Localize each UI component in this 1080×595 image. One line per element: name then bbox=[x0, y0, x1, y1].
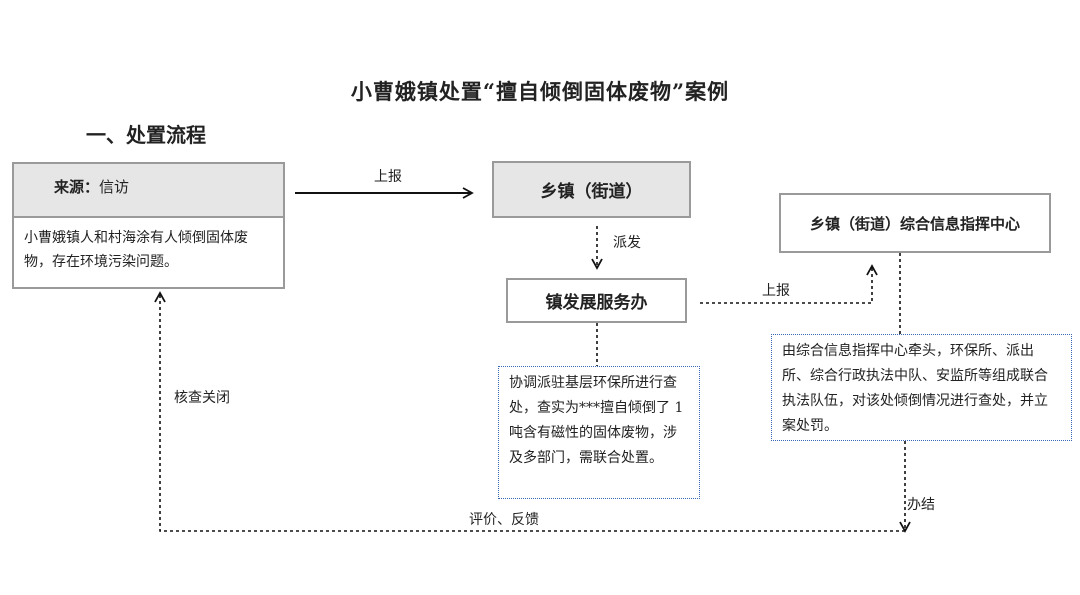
coordination-note: 协调派驻基层环保所进行查处，查实为***擅自倾倒了 1 吨含有磁性的固体废物，涉… bbox=[498, 366, 700, 499]
command-center-label: 乡镇（街道）综合信息指挥中心 bbox=[809, 214, 1020, 233]
feedback-loop-arrow bbox=[154, 291, 905, 532]
source-value: 信访 bbox=[99, 178, 130, 196]
section-heading: 一、处置流程 bbox=[86, 123, 206, 147]
edge-label-done: 办结 bbox=[907, 497, 935, 513]
source-label: 来源： bbox=[54, 178, 100, 196]
office-box: 镇发展服务办 bbox=[506, 278, 687, 323]
command-center-box: 乡镇（街道）综合信息指挥中心 bbox=[779, 193, 1051, 253]
source-description: 小曹娥镇人和村海涂有人倾倒固体废物，存在环境污染问题。 bbox=[24, 230, 248, 270]
source-box: 来源：信访 小曹娥镇人和村海涂有人倾倒固体废物，存在环境污染问题。 bbox=[12, 162, 285, 289]
edge-label-report-2: 上报 bbox=[762, 283, 790, 299]
edge-label-feedback: 评价、反馈 bbox=[469, 512, 539, 528]
source-header: 来源：信访 bbox=[14, 164, 283, 218]
township-box: 乡镇（街道） bbox=[492, 161, 691, 218]
township-label: 乡镇（街道） bbox=[540, 182, 643, 202]
edge-label-dispatch: 派发 bbox=[613, 235, 641, 251]
office-label: 镇发展服务办 bbox=[545, 293, 648, 313]
edge-label-report-1: 上报 bbox=[374, 169, 402, 185]
edge-label-close: 核查关闭 bbox=[174, 390, 230, 406]
joint-enforcement-note: 由综合信息指挥中心牵头，环保所、派出所、综合行政执法中队、安监所等组成联合执法队… bbox=[771, 334, 1072, 441]
page-title: 小曹娥镇处置“擅自倾倒固体废物”案例 bbox=[350, 79, 730, 104]
